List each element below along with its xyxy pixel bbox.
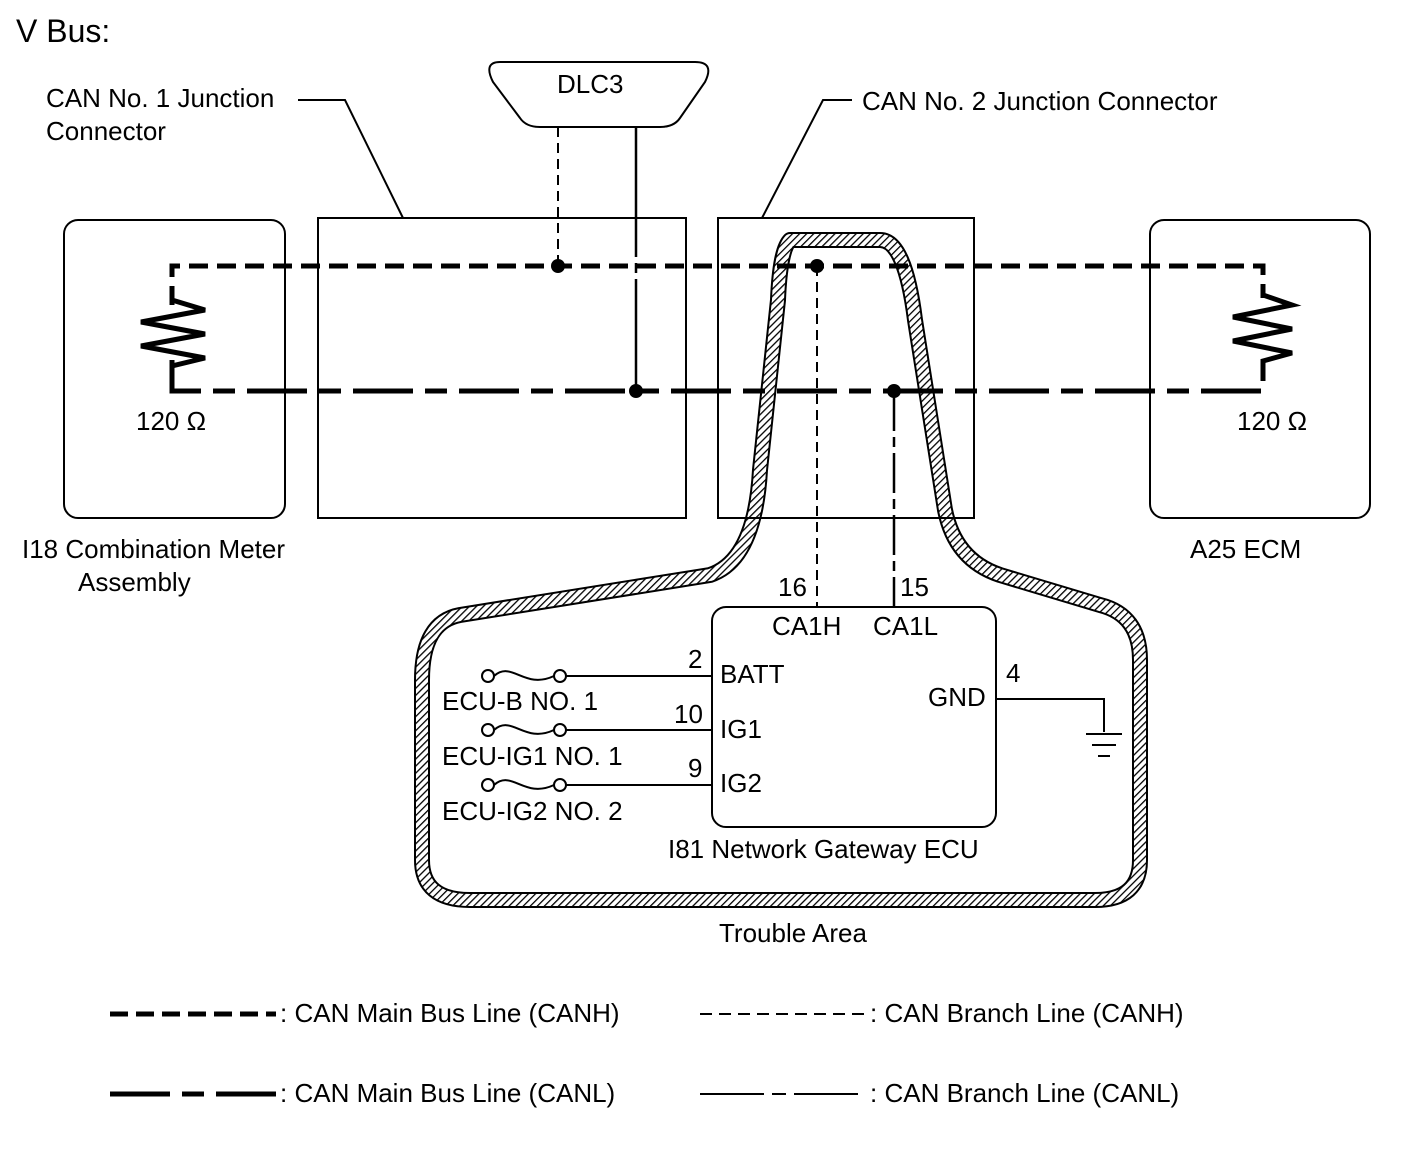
fuse-ecu-ig2-label: ECU-IG2 NO. 2: [442, 796, 623, 826]
meter-label-line1: I18 Combination Meter: [22, 534, 285, 564]
network-gateway-ecu-box: [711, 606, 997, 828]
label-ig2: IG2: [720, 768, 762, 798]
legend-main-canl: : CAN Main Bus Line (CANL): [280, 1078, 615, 1108]
trouble-area-label: Trouble Area: [719, 918, 867, 948]
fuse-ecu-b-label: ECU-B NO. 1: [442, 686, 598, 716]
gateway-name: I81 Network Gateway ECU: [668, 834, 979, 864]
label-batt: BATT: [720, 659, 785, 689]
junction-connector-2-box: [717, 217, 975, 519]
label-ca1l: CA1L: [873, 611, 938, 641]
legend-main-canh: : CAN Main Bus Line (CANH): [280, 998, 620, 1028]
ecm-box: [1149, 219, 1371, 519]
fuse-ecu-ig2: [481, 778, 712, 792]
pin-ig2: 9: [688, 753, 702, 783]
legend-branch-canh: : CAN Branch Line (CANH): [870, 998, 1184, 1028]
junction-dot: [629, 384, 643, 398]
junction-1-leader: [298, 99, 404, 219]
main-bus-canl: [169, 360, 1266, 394]
ecm-label: A25 ECM: [1190, 534, 1301, 564]
junction-dot: [551, 259, 565, 273]
fuse-ecu-b: [481, 669, 712, 683]
meter-resistor-value: 120 Ω: [136, 406, 206, 436]
junction-1-label-line1: CAN No. 1 Junction: [46, 83, 274, 113]
junction-1-label-line2: Connector: [46, 116, 166, 146]
label-gnd: GND: [928, 682, 986, 712]
pin-ca1h: 16: [778, 572, 807, 602]
dlc3-connector: [488, 61, 710, 128]
junction-connector-1-box: [317, 217, 687, 519]
ecm-resistor: [1232, 290, 1302, 365]
meter-resistor: [140, 296, 206, 370]
gnd-wire: [996, 698, 1105, 732]
pin-gnd: 4: [1006, 658, 1020, 688]
dlc3-label: DLC3: [557, 69, 623, 99]
fuse-ecu-ig1-label: ECU-IG1 NO. 1: [442, 741, 623, 771]
junction-2-leader: [761, 99, 852, 219]
meter-label-line2: Assembly: [78, 567, 191, 597]
junction-2-label: CAN No. 2 Junction Connector: [862, 86, 1218, 116]
ecm-resistor-value: 120 Ω: [1237, 406, 1307, 436]
junction-dot: [810, 259, 824, 273]
label-ca1h: CA1H: [772, 611, 841, 641]
fuse-ecu-ig1: [481, 723, 712, 737]
label-ig1: IG1: [720, 714, 762, 744]
junction-dot: [887, 384, 901, 398]
pin-ig1: 10: [674, 699, 703, 729]
pin-ca1l: 15: [900, 572, 929, 602]
diagram-title: V Bus:: [16, 13, 110, 49]
pin-batt: 2: [688, 644, 702, 674]
legend-branch-canl: : CAN Branch Line (CANL): [870, 1078, 1179, 1108]
combination-meter-box: [63, 219, 286, 519]
ground-icon: [1086, 733, 1122, 757]
